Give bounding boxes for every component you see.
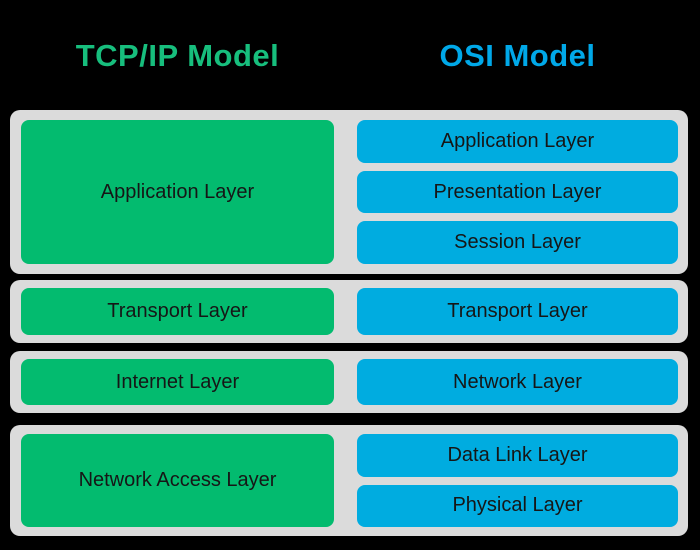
tcpip-internet-layer-box: Internet Layer: [21, 359, 334, 405]
osi-model-title: OSI Model: [439, 38, 596, 73]
column-headers: TCP/IP Model OSI Model: [0, 0, 700, 76]
osi-presentation-layer-box: Presentation Layer: [357, 170, 678, 214]
tcpip-application-layer-box: Application Layer: [21, 120, 334, 264]
osi-application-layer-box: Application Layer: [357, 120, 678, 163]
osi-network-layer-box: Network Layer: [357, 359, 678, 405]
osi-session-layer-box: Session Layer: [357, 221, 678, 265]
layer-group-transport: Transport Layer Transport Layer: [10, 280, 688, 343]
osi-physical-layer-box: Physical Layer: [357, 484, 678, 527]
tcpip-model-title: TCP/IP Model: [75, 38, 280, 73]
layer-group-application: Application Layer Application Layer Pres…: [10, 110, 688, 274]
layer-group-network-access: Network Access Layer Data Link Layer Phy…: [10, 425, 688, 536]
layer-group-internet: Internet Layer Network Layer: [10, 351, 688, 413]
osi-data-link-layer-box: Data Link Layer: [357, 434, 678, 477]
tcpip-network-access-layer-box: Network Access Layer: [21, 434, 334, 527]
tcpip-transport-layer-box: Transport Layer: [21, 288, 334, 335]
osi-transport-layer-box: Transport Layer: [357, 288, 678, 335]
